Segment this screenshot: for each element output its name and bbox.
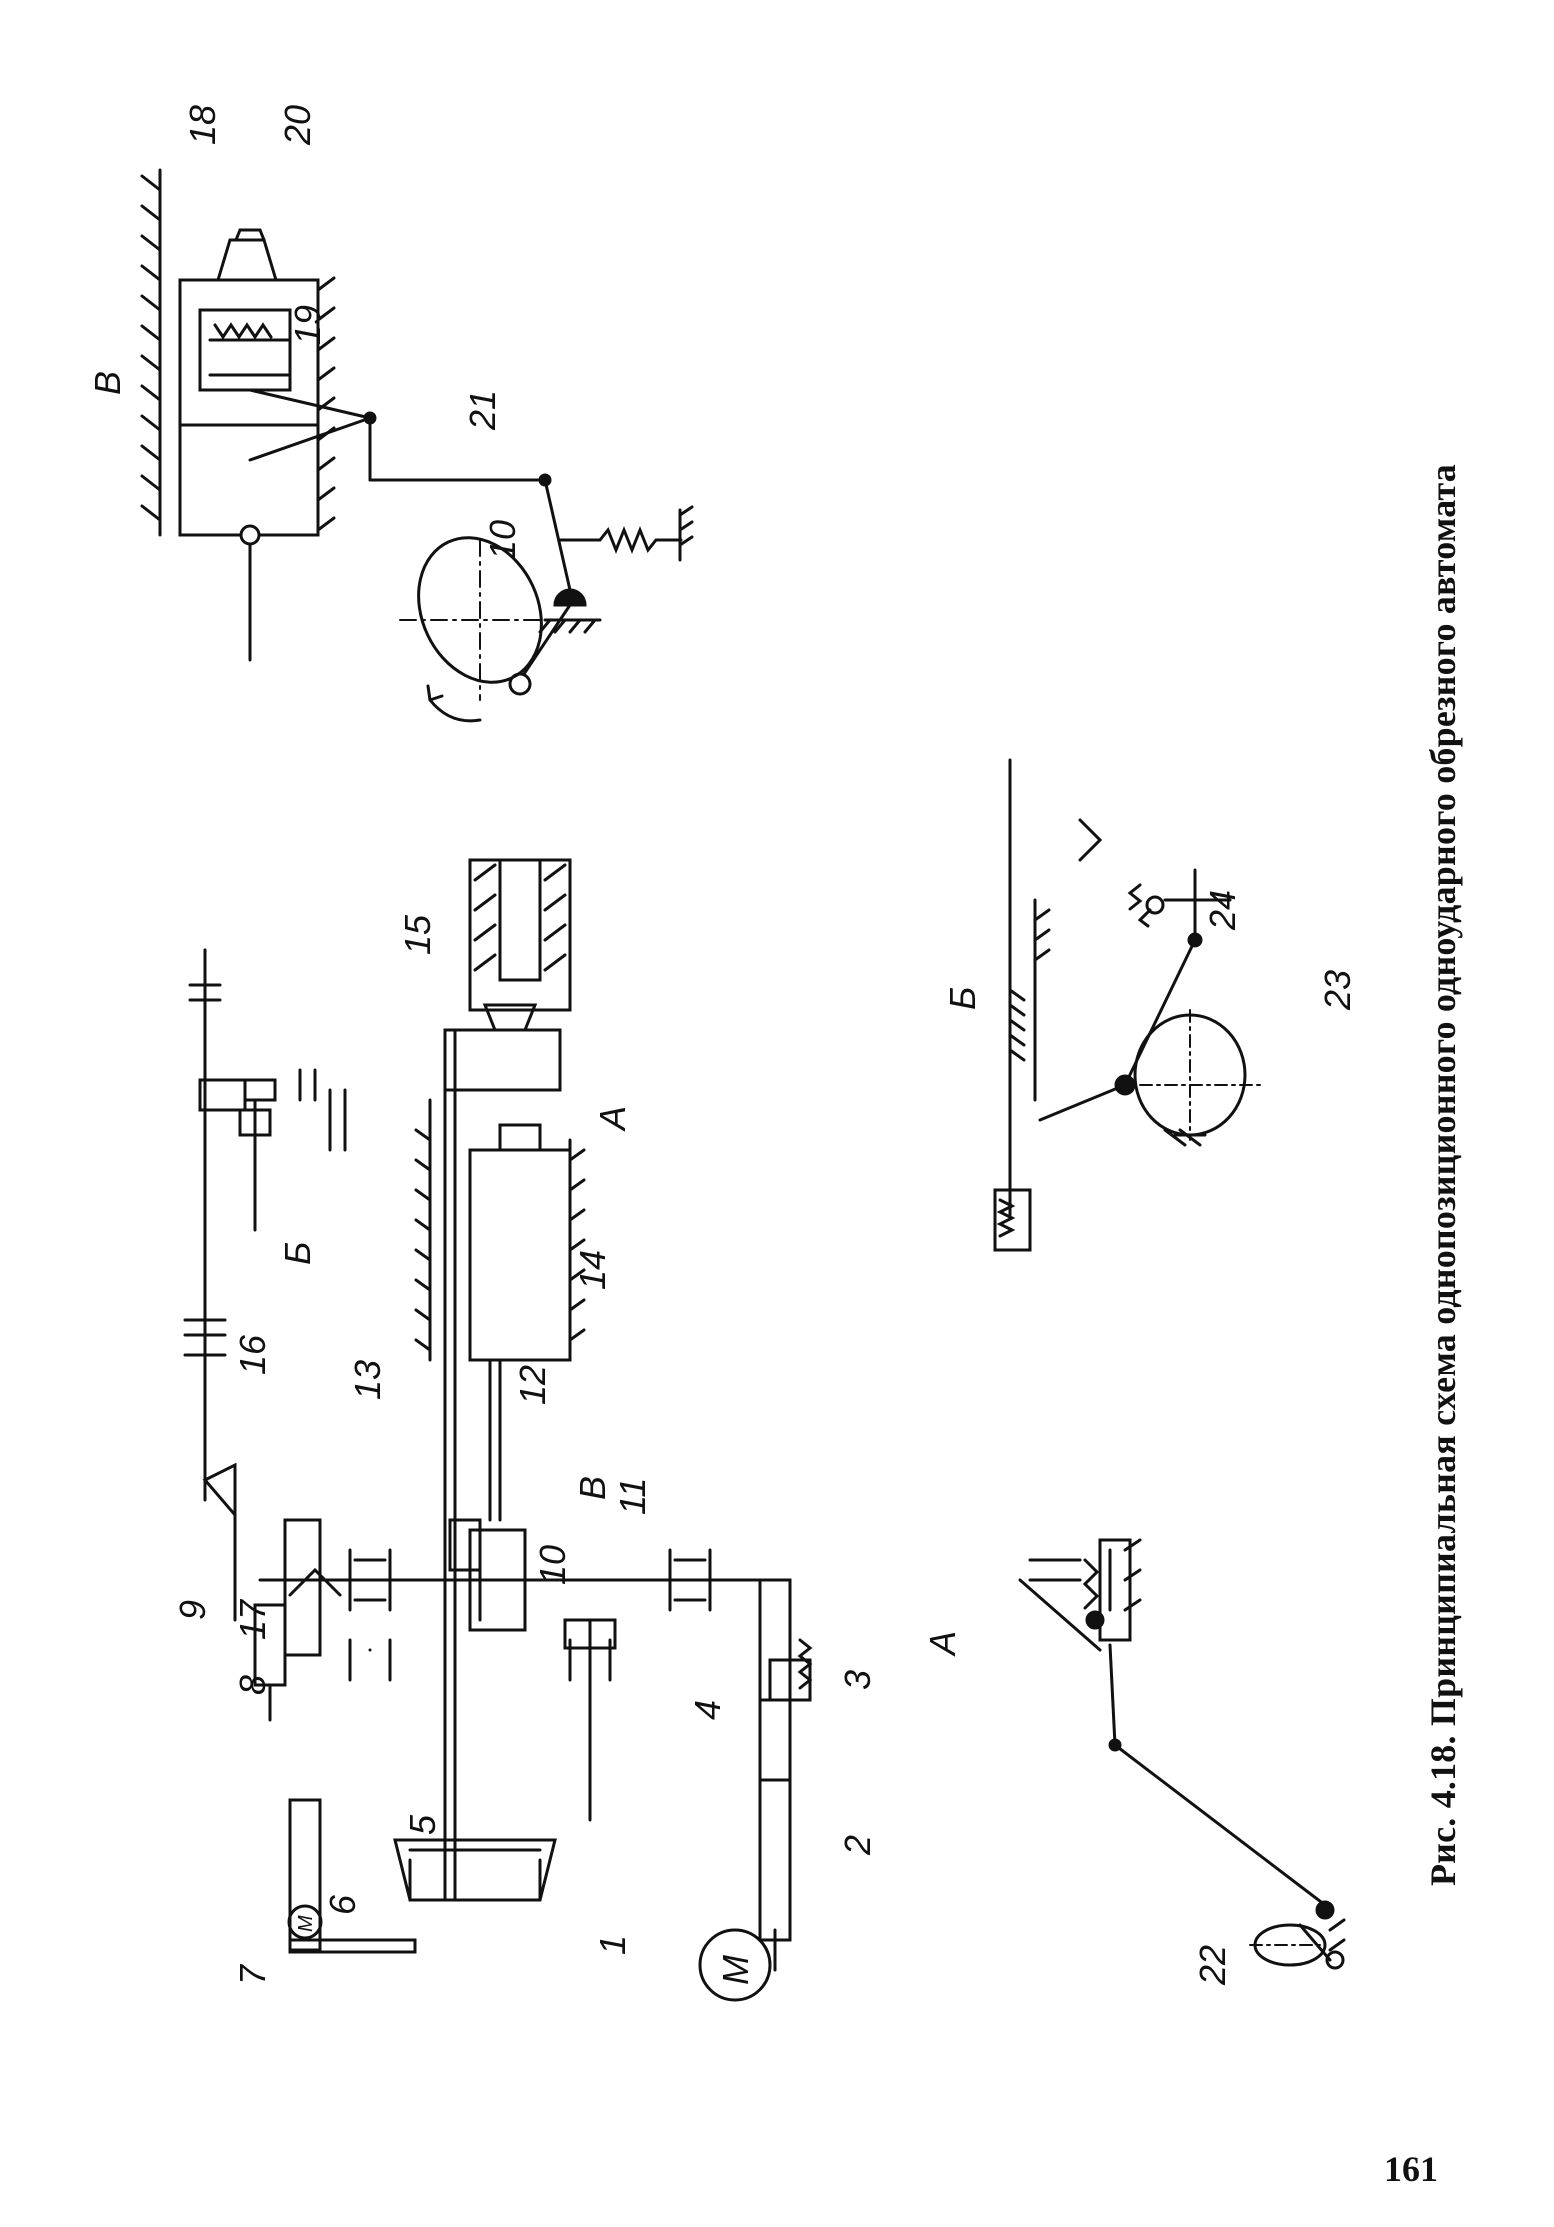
- view-b-drawing: [993, 758, 1261, 1252]
- label-4: 4: [687, 1700, 728, 1720]
- figure-caption-box: Рис. 4.18. Принципиальная схема однопози…: [1408, 300, 1478, 2050]
- label-15: 15: [397, 914, 438, 955]
- motor-symbol-small: M: [295, 1915, 317, 1932]
- figure-caption: Рис. 4.18. Принципиальная схема однопози…: [1423, 463, 1463, 1887]
- label-a-view: А: [922, 1631, 963, 1657]
- motor-symbol: M: [715, 1955, 756, 1985]
- label-17: 17: [232, 1598, 273, 1640]
- label-21: 20: [277, 105, 318, 146]
- label-9: 9: [172, 1600, 213, 1620]
- label-1: 1: [592, 1935, 633, 1955]
- label-20: 18: [182, 105, 223, 145]
- label-19: 19: [287, 305, 328, 345]
- label-3: 3: [837, 1670, 878, 1690]
- label-10: 10: [532, 1545, 573, 1585]
- label-5: 5: [402, 1814, 443, 1835]
- label-8: 8: [232, 1675, 273, 1695]
- label-23: 23: [1317, 970, 1358, 1011]
- page-number: 161: [1384, 2149, 1438, 2189]
- main-scheme-drawing: [183, 858, 813, 2002]
- label-11: 11: [612, 1478, 653, 1515]
- label-10-view-v: 10: [482, 520, 523, 560]
- label-22: 22: [1192, 1945, 1233, 1986]
- view-a-drawing: [1018, 1538, 1346, 1970]
- view-v-drawing: [140, 168, 694, 723]
- label-7: 7: [232, 1963, 273, 1985]
- label-24: 24: [1202, 890, 1243, 931]
- label-13: 13: [347, 1360, 388, 1400]
- label-2: 2: [837, 1835, 878, 1856]
- label-12: 12: [512, 1365, 553, 1405]
- label-a-arrow: А: [592, 1106, 633, 1132]
- label-b-arrow: Б: [277, 1242, 318, 1265]
- label-6: 6: [322, 1894, 363, 1915]
- label-16: 16: [232, 1334, 273, 1375]
- label-v-view: В: [87, 371, 128, 395]
- label-18: 21: [462, 390, 503, 431]
- label-v-arrow: В: [572, 1476, 613, 1500]
- label-14: 14: [572, 1250, 613, 1290]
- label-b-view: Б: [942, 987, 983, 1010]
